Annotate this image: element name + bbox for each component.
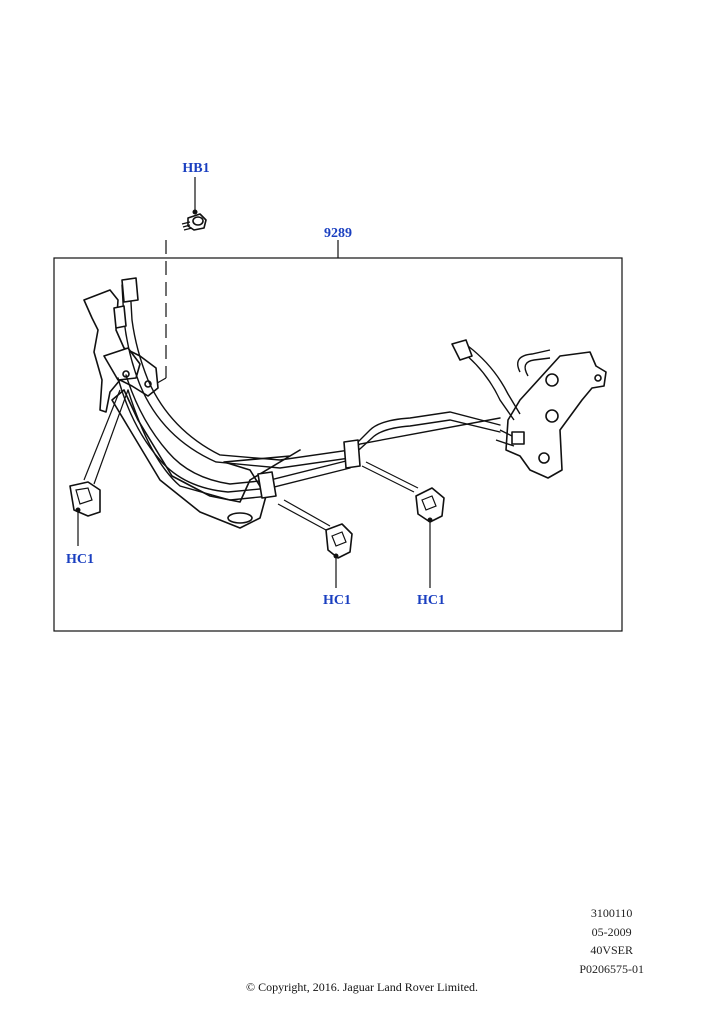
callout-hb1[interactable]: HB1 — [182, 161, 209, 176]
callout-9289[interactable]: 9289 — [324, 226, 352, 241]
drawing-model: 40VSER — [590, 943, 633, 957]
hc1-left-leader-b — [93, 389, 129, 485]
clip-icon-left — [69, 481, 101, 517]
drawing-date: 05-2009 — [591, 924, 632, 939]
hb1-leader-dot — [192, 209, 198, 215]
hc1-mid-dot — [333, 553, 339, 559]
lower-heat-shield — [111, 389, 301, 529]
pipe-end-connectors — [113, 277, 139, 329]
bolt-icon — [181, 213, 207, 231]
copyright-notice: © Copyright, 2016. Jaguar Land Rover Lim… — [245, 980, 479, 994]
drawing-ref: 3100110 — [590, 906, 633, 920]
hc1-mid-leader-b — [283, 499, 331, 527]
hc1-right-leader-a — [361, 465, 415, 493]
hc1-left-leader-a — [83, 389, 121, 481]
callout-hc1-left[interactable]: HC1 — [66, 552, 94, 567]
right-mounting-bracket — [505, 351, 607, 479]
drawing-id: P0206575-01 — [579, 961, 644, 976]
fuel-pipe-assembly — [117, 284, 501, 501]
hose-connector — [451, 339, 525, 445]
pipe-clip-left — [257, 471, 277, 499]
callout-hc1-mid[interactable]: HC1 — [323, 593, 351, 608]
clip-icon-right — [415, 487, 445, 523]
hc1-right-dot — [427, 517, 433, 523]
hc1-mid-leader-a — [277, 503, 327, 531]
pipe-clip-mid — [343, 439, 361, 469]
drawing-info-block: 3100110 05-2009 40VSER P0206575-01 — [579, 904, 644, 978]
clip-icon-middle — [325, 523, 353, 559]
hc1-right-leader-b — [365, 461, 419, 489]
callout-hc1-right[interactable]: HC1 — [417, 593, 445, 608]
hc1-left-dot — [75, 507, 81, 513]
